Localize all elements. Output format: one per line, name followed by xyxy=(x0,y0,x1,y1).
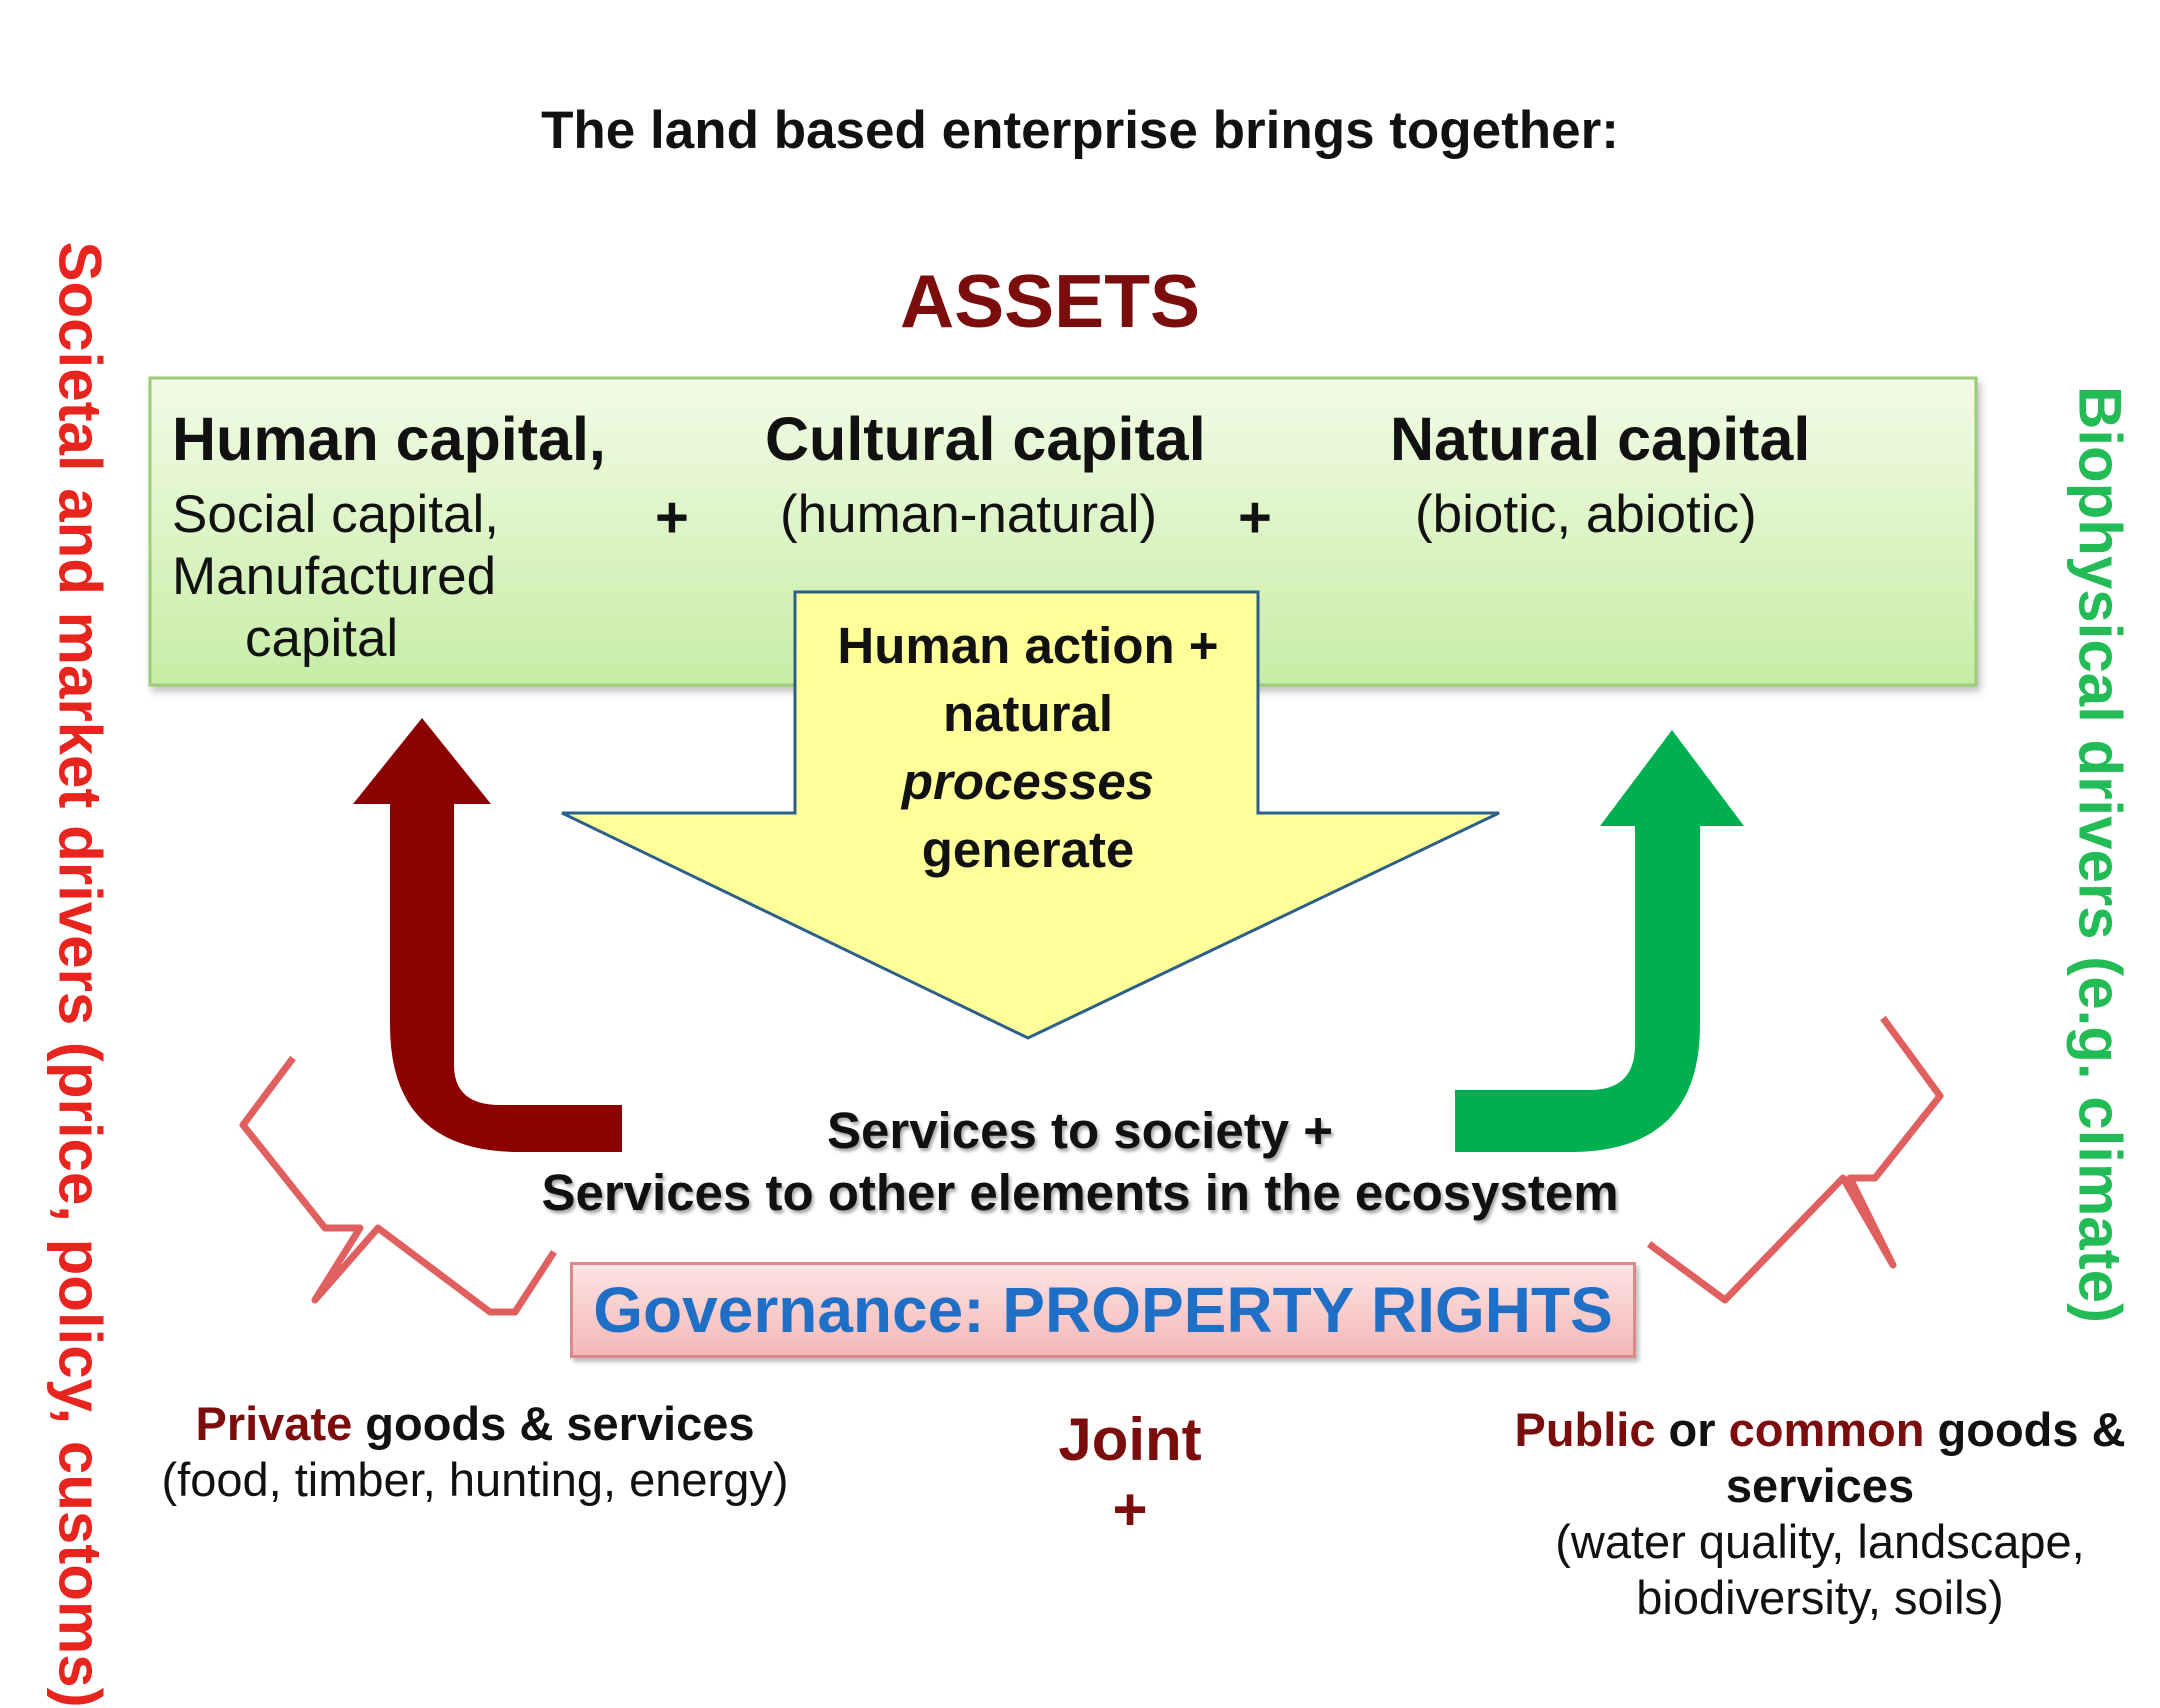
page-heading: The land based enterprise brings togethe… xyxy=(541,101,1619,160)
generate-arrow xyxy=(561,590,1500,1040)
services-ecosystem-line: Services to other elements in the ecosys… xyxy=(541,1164,1619,1221)
manufactured-capital-label: Manufactured xyxy=(172,547,497,606)
natural-line: natural xyxy=(942,685,1114,742)
public-goods-title: Public or common goods & xyxy=(1500,1402,2140,1458)
services-text: Services to society + Services to other … xyxy=(480,1100,1680,1224)
left-brace xyxy=(239,1055,557,1316)
governance-box: Governance: PROPERTY RIGHTS xyxy=(570,1262,1636,1358)
private-goods-title: Private goods & services xyxy=(80,1396,870,1452)
public-services-line: services xyxy=(1725,1459,1915,1512)
plus-sign-2: + xyxy=(1238,485,1272,550)
societal-drivers-label: Societal and market drivers (price, poli… xyxy=(46,241,114,1708)
natural-capital-sub: (biotic, abiotic) xyxy=(1415,485,1757,544)
joint-plus: + xyxy=(1112,1476,1148,1543)
generate-line: generate xyxy=(921,821,1135,878)
public-examples-1: (water quality, landscape, xyxy=(1555,1515,2085,1568)
common-label: common xyxy=(1728,1403,1925,1456)
services-society-line: Services to society + xyxy=(826,1102,1334,1159)
public-goods: Public or common goods & services (water… xyxy=(1500,1402,2140,1626)
cultural-capital-title: Cultural capital xyxy=(765,405,1206,473)
cultural-capital-sub: (human-natural) xyxy=(780,485,1158,544)
societal-arrow xyxy=(353,718,622,1152)
public-examples-2: biodiversity, soils) xyxy=(1636,1571,2004,1624)
public-label: Public xyxy=(1514,1403,1656,1456)
natural-capital-title: Natural capital xyxy=(1390,405,1811,473)
private-goods: Private goods & services (food, timber, … xyxy=(80,1396,870,1508)
plus-sign-1: + xyxy=(655,485,689,550)
capital-label: capital xyxy=(245,609,399,668)
private-label: Private xyxy=(195,1397,353,1450)
assets-title: ASSETS xyxy=(899,259,1201,343)
biophysical-arrow xyxy=(1455,730,1744,1152)
private-goods-rest: goods & services xyxy=(352,1397,755,1450)
generate-arrow-text: Human action + natural processes generat… xyxy=(768,612,1288,884)
diagram-graphics xyxy=(148,376,1978,1316)
public-or: or xyxy=(1655,1403,1729,1456)
right-brace xyxy=(1646,1015,1944,1304)
social-capital-label: Social capital, xyxy=(172,485,500,544)
public-goods-rest: goods & xyxy=(1924,1403,2126,1456)
joint-label: Joint + xyxy=(1010,1405,1250,1545)
human-capital-title: Human capital, xyxy=(172,405,606,473)
human-action-line: Human action + xyxy=(837,617,1219,674)
joint-text: Joint xyxy=(1058,1406,1202,1473)
biophysical-drivers-label: Biophysical drivers (e.g. climate) xyxy=(2066,385,2134,1323)
processes-line: processes xyxy=(901,753,1155,810)
private-goods-examples: (food, timber, hunting, energy) xyxy=(161,1453,789,1506)
